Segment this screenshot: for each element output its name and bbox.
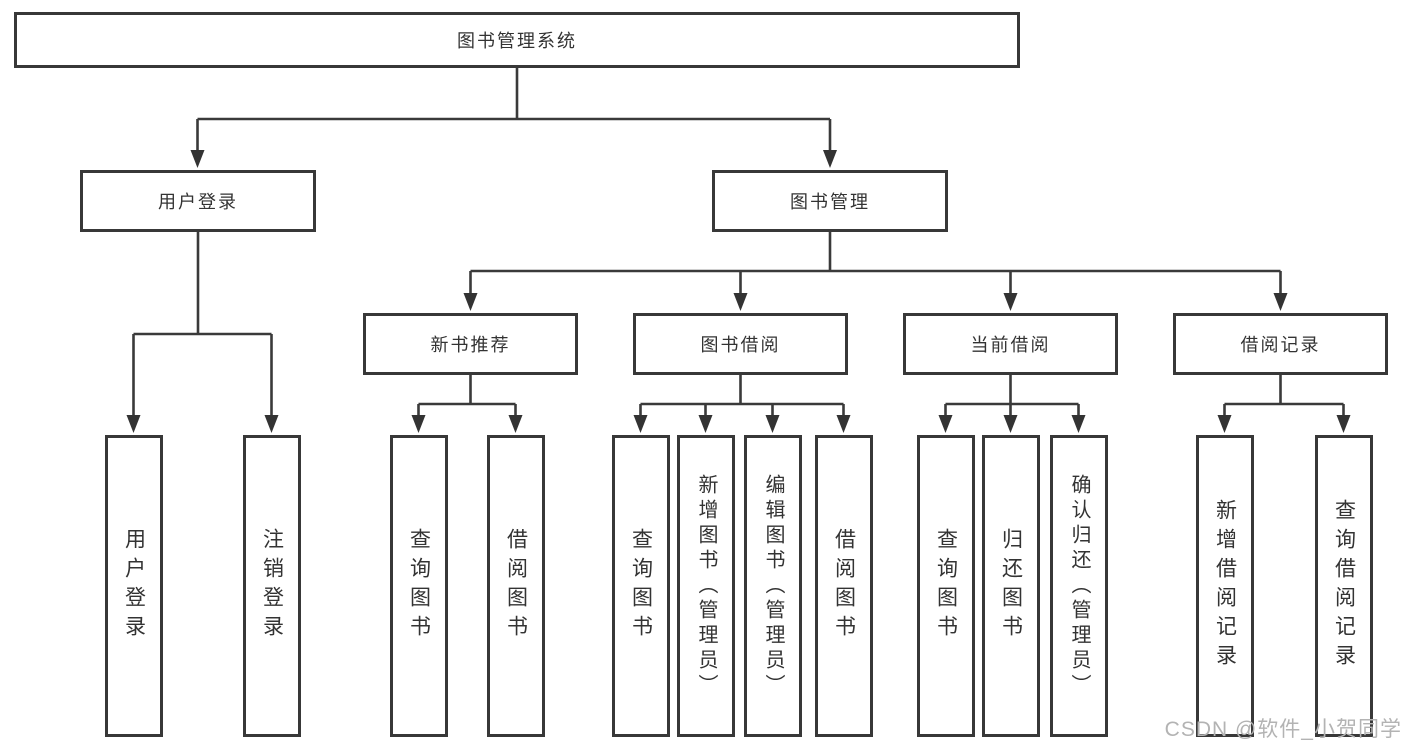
node-library-management-system: 图书管理系统 [14, 12, 1020, 68]
node-label: 注销登录 [260, 528, 284, 644]
node-label: 确认归还（管理员） [1068, 473, 1090, 699]
arrowhead-icon [264, 415, 279, 433]
arrowhead-icon [463, 293, 478, 311]
node-borrowing-records: 借阅记录 [1173, 313, 1388, 375]
connector-book-borrowing-to-leaves [633, 372, 851, 433]
node-current-borrowing: 当前借阅 [903, 313, 1118, 375]
arrowhead-icon [698, 415, 713, 433]
node-label: 查询图书 [407, 528, 431, 644]
arrowhead-icon [1071, 415, 1086, 433]
connector-borrowing-records-to-leaves [1217, 372, 1351, 433]
node-user-login: 用户登录 [80, 170, 316, 232]
node-leaf-edit-books-admin: 编辑图书（管理员） [744, 435, 802, 737]
node-label: 用户登录 [122, 528, 146, 644]
node-leaf-confirm-return-admin: 确认归还（管理员） [1050, 435, 1108, 737]
node-label: 用户登录 [158, 192, 238, 212]
node-leaf-add-books-admin: 新增图书（管理员） [677, 435, 735, 737]
arrowhead-icon [836, 415, 851, 433]
node-label: 查询图书 [629, 528, 653, 644]
arrowhead-icon [938, 415, 953, 433]
node-label: 新书推荐 [430, 335, 511, 355]
csdn-watermark: CSDN @软件_小贺同学 [1164, 718, 1402, 741]
arrowhead-icon [823, 150, 837, 168]
node-leaf-borrow-books: 借阅图书 [815, 435, 873, 737]
connector-book-management-to-level2 [463, 229, 1288, 311]
arrowhead-icon [1273, 293, 1288, 311]
arrowhead-icon [765, 415, 780, 433]
node-leaf-logout: 注销登录 [243, 435, 301, 737]
node-label: 编辑图书（管理员） [762, 473, 784, 699]
arrowhead-icon [126, 415, 141, 433]
arrowhead-icon [1003, 415, 1018, 433]
connector-root-to-level1 [190, 65, 837, 168]
node-leaf-query-books: 查询图书 [390, 435, 448, 737]
arrowhead-icon [733, 293, 748, 311]
arrowhead-icon [1217, 415, 1232, 433]
node-book-management: 图书管理 [712, 170, 948, 232]
node-label: 查询图书 [934, 528, 958, 644]
node-leaf-borrow-books: 借阅图书 [487, 435, 545, 737]
node-label: 归还图书 [999, 528, 1023, 644]
node-leaf-query-books: 查询图书 [917, 435, 975, 737]
node-label: 图书管理系统 [457, 31, 577, 51]
node-book-borrowing: 图书借阅 [633, 313, 848, 375]
node-new-book-recommendation: 新书推荐 [363, 313, 578, 375]
arrowhead-icon [190, 150, 205, 168]
arrowhead-icon [411, 415, 426, 433]
node-label: 借阅记录 [1240, 335, 1321, 355]
node-leaf-add-borrow-record: 新增借阅记录 [1196, 435, 1254, 737]
connector-user-login-to-leaves [126, 229, 279, 433]
arrowhead-icon [1336, 415, 1351, 433]
node-label: 图书管理 [790, 192, 870, 212]
node-label: 新增图书（管理员） [695, 473, 717, 699]
connector-current-borrowing-to-leaves [938, 372, 1086, 433]
arrowhead-icon [1003, 293, 1018, 311]
node-label: 图书借阅 [700, 335, 781, 355]
node-label: 当前借阅 [970, 335, 1051, 355]
connector-new-book-recommendation-to-leaves [411, 372, 523, 433]
node-label: 查询借阅记录 [1332, 499, 1356, 673]
arrowhead-icon [508, 415, 523, 433]
node-label: 新增借阅记录 [1213, 499, 1237, 673]
node-leaf-user-login: 用户登录 [105, 435, 163, 737]
arrowhead-icon [633, 415, 648, 433]
node-leaf-return-books: 归还图书 [982, 435, 1040, 737]
node-leaf-query-books: 查询图书 [612, 435, 670, 737]
node-leaf-query-borrow-record: 查询借阅记录 [1315, 435, 1373, 737]
node-label: 借阅图书 [832, 528, 856, 644]
node-label: 借阅图书 [504, 528, 528, 644]
